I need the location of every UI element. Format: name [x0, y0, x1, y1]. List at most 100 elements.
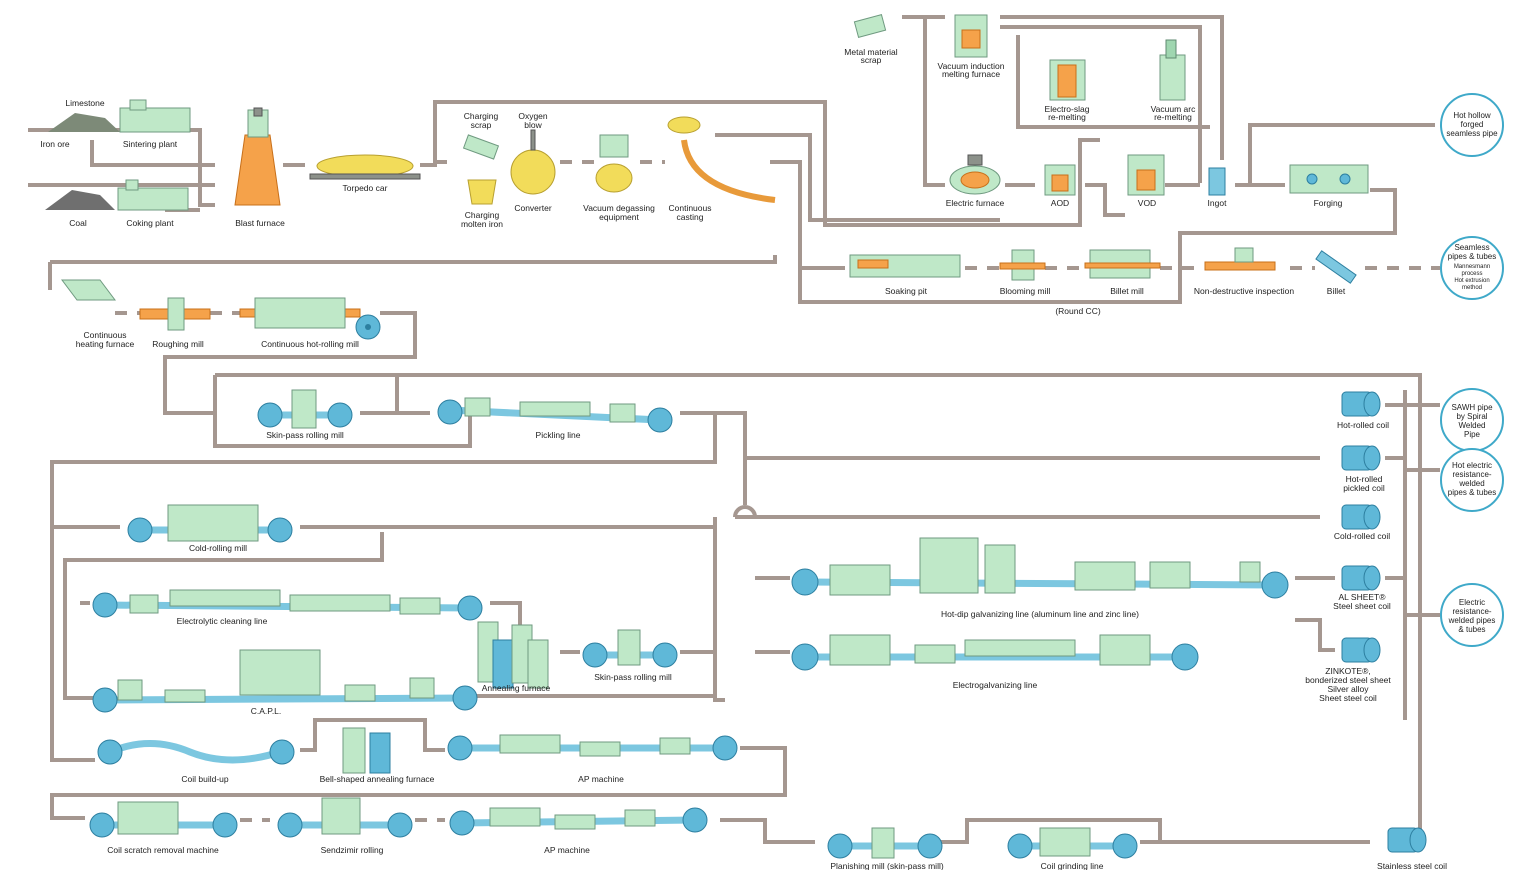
metal-scrap-label-1: Metal material: [844, 47, 897, 57]
electrolytic-cleaning-line-icon: [92, 589, 483, 621]
planishing-mill-label: Planishing mill (skin-pass mill): [830, 861, 944, 870]
annealing-furnace-icon: [477, 621, 549, 689]
forging-press-icon: [1289, 164, 1369, 194]
annealing-furnace-label: Annealing furnace: [482, 683, 551, 693]
esr-label-2: re-melting: [1048, 112, 1086, 122]
oxygen-blow-label-1: Oxygen: [518, 111, 548, 121]
capl-label: C.A.P.L.: [251, 706, 282, 716]
seamless-note-1: Mannesmann: [1454, 264, 1490, 270]
coil-buildup-label: Coil build-up: [181, 774, 229, 784]
cold-rolled-coil-label: Cold-rolled coil: [1334, 531, 1390, 541]
billet-mill-label: Billet mill: [1110, 286, 1144, 296]
soaking-pit-label: Soaking pit: [885, 286, 928, 296]
continuous-casting-label-2: casting: [677, 212, 704, 222]
zinkote-label-2: bonderized steel sheet: [1305, 675, 1391, 685]
cold-rolling-mill-icon: [127, 504, 293, 543]
zinkote-label-1: ZINKOTE®,: [1325, 666, 1370, 676]
roughing-mill-label: Roughing mill: [152, 339, 204, 349]
esr-icon: [1049, 59, 1086, 101]
vim-label-2: melting furnace: [942, 69, 1000, 79]
continuous-casting-label-1: Continuous: [668, 203, 711, 213]
pickling-line-label: Pickling line: [536, 430, 581, 440]
ingot-icon: [1208, 167, 1226, 196]
vim-furnace-icon: [954, 14, 988, 58]
seamless-pipes-tubes: Seamless pipes & tubes Mannesmann proces…: [1440, 236, 1504, 300]
coil-products-section: Hot-rolled coil Hot-rolled pickled coil …: [1305, 391, 1447, 870]
limestone-label: Limestone: [65, 98, 104, 108]
charging-scrap-icon: [462, 134, 500, 160]
cold-rolling-mill-label: Cold-rolling mill: [189, 543, 247, 553]
continuous-heating-furnace-label-1: Continuous: [83, 330, 126, 340]
ingot-label: Ingot: [1208, 198, 1228, 208]
erw-label-2: resistance-: [1452, 607, 1491, 616]
var-label-2: re-melting: [1154, 112, 1192, 122]
continuous-heating-furnace-label-2: heating furnace: [76, 339, 135, 349]
cold-rolled-coil-icon: [1341, 504, 1381, 530]
primary-rolling-section: Soaking pit Blooming mill Billet mill No…: [849, 247, 1357, 316]
vod-label: VOD: [1138, 198, 1156, 208]
steelmaking-section: Charging scrap Oxygen blow Converter Cha…: [461, 111, 776, 229]
hot-hollow-label-1: Hot hollow: [1453, 111, 1491, 120]
charging-scrap-label-1: Charging: [464, 111, 499, 121]
hot-hollow-label-2: forged: [1461, 120, 1484, 129]
skin-pass-mill-2-icon: [582, 629, 678, 668]
pickling-line-icon: [437, 397, 673, 433]
sawh-pipe: SAWH pipe by Spiral Welded Pipe: [1440, 388, 1504, 452]
ladle-icon: [467, 179, 497, 205]
electrogalvanizing-line-icon: [791, 634, 1199, 671]
planishing-mill-icon: [827, 827, 943, 859]
skin-pass-mill-label: Skin-pass rolling mill: [266, 430, 344, 440]
seamless-note-2: process: [1461, 271, 1482, 277]
electric-furnace-label: Electric furnace: [946, 198, 1005, 208]
blast-furnace-icon: [234, 107, 281, 206]
continuous-heating-furnace-icon: [61, 279, 116, 301]
continuous-hot-rolling-mill-label: Continuous hot-rolling mill: [261, 339, 359, 349]
hot-rolled-pickled-coil-icon: [1341, 445, 1381, 471]
coal-pile-icon: [45, 190, 115, 210]
aod-icon: [1044, 164, 1076, 196]
sendzimir-rolling-label: Sendzimir rolling: [321, 845, 384, 855]
ap-machine-1-icon: [447, 734, 738, 761]
ap-machine-2-label: AP machine: [544, 845, 590, 855]
hot-erw-pipes: Hot electric resistance- welded pipes & …: [1440, 448, 1504, 512]
var-icon: [1159, 39, 1186, 101]
zinkote-label-3: Silver alloy: [1327, 684, 1369, 694]
soaking-pit-icon: [849, 254, 961, 278]
torpedo-car-label: Torpedo car: [343, 183, 388, 193]
erw-label-1: Electric: [1459, 598, 1485, 607]
coal-label: Coal: [69, 218, 87, 228]
charging-molten-iron-label-1: Charging: [465, 210, 500, 220]
converter-label: Converter: [514, 203, 551, 213]
hot-dip-galvanizing-line-label: Hot-dip galvanizing line (aluminum line …: [941, 609, 1139, 619]
erw-label-4: & tubes: [1458, 625, 1485, 634]
bell-annealing-label: Bell-shaped annealing furnace: [320, 774, 435, 784]
sawh-label-1: SAWH pipe: [1451, 403, 1493, 412]
roughing-mill-icon: [139, 297, 211, 331]
stainless-coil-icon: [1387, 827, 1427, 853]
coking-plant-icon: [117, 179, 189, 211]
al-sheet-coil-icon: [1341, 565, 1381, 591]
flow-lines: [28, 15, 1440, 844]
coil-buildup-icon: [97, 739, 295, 765]
ap-machine-2-icon: [449, 807, 708, 836]
raw-materials-section: Limestone Iron ore Sintering plant Coal …: [40, 98, 421, 228]
converter-icon: [510, 129, 556, 195]
seamless-note-4: method: [1462, 285, 1482, 291]
hot-rolled-coil-label: Hot-rolled coil: [1337, 420, 1389, 430]
pipe-products-section: Hot hollow forged seamless pipe Seamless…: [1440, 93, 1504, 647]
hot-rolled-pickled-coil-label-2: pickled coil: [1343, 483, 1385, 493]
erw-pipes: Electric resistance- welded pipes & tube…: [1440, 583, 1504, 647]
hot-rolled-coil-icon: [1341, 391, 1381, 417]
sendzimir-rolling-icon: [277, 797, 413, 838]
blast-furnace-label: Blast furnace: [235, 218, 285, 228]
metal-scrap-icon: [853, 14, 887, 38]
vacuum-degassing-label-1: Vacuum degassing: [583, 203, 655, 213]
stainless-section: Coil build-up Bell-shaped annealing furn…: [89, 727, 1138, 870]
bell-annealing-icon: [342, 727, 391, 774]
blooming-mill-label: Blooming mill: [1000, 286, 1051, 296]
ap-machine-1-label: AP machine: [578, 774, 624, 784]
vod-icon: [1127, 154, 1165, 196]
hot-hollow-forged-pipe: Hot hollow forged seamless pipe: [1440, 93, 1504, 157]
skin-pass-mill-2-label: Skin-pass rolling mill: [594, 672, 672, 682]
vacuum-degassing-icon: [595, 134, 633, 193]
